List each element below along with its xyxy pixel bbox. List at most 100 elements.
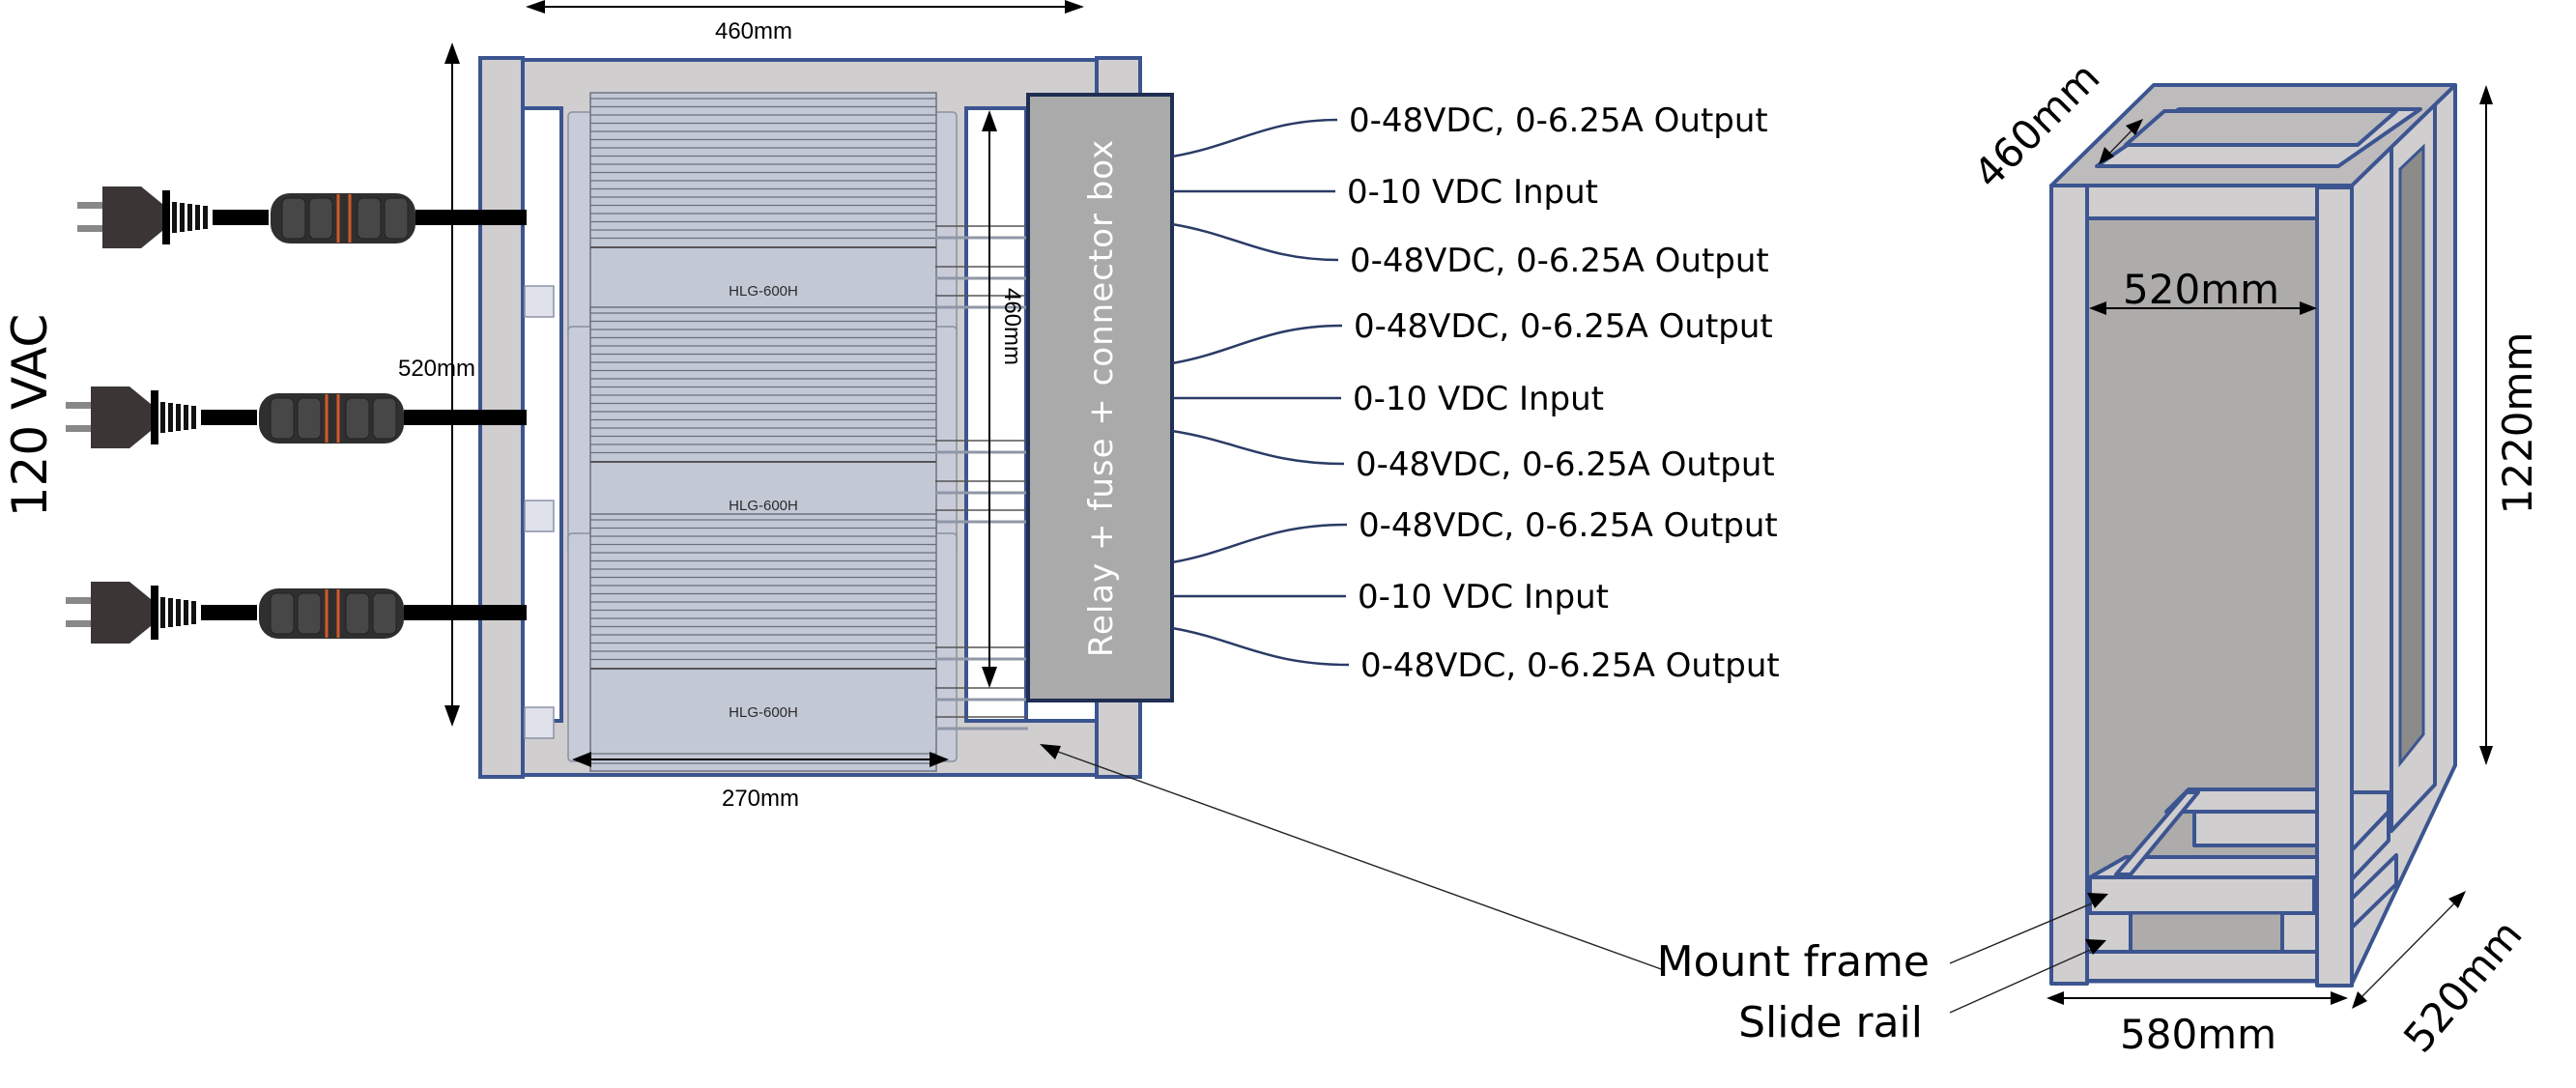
- frame-width-label: 460mm: [715, 18, 792, 44]
- arrow-right-icon: [2331, 991, 2348, 1005]
- connection-label: 0-48VDC, 0-6.25A Output: [1356, 445, 1775, 484]
- arrow-right-icon: [930, 752, 949, 767]
- strain-relief: [195, 205, 200, 230]
- cabinet-callouts: Mount frame Slide rail: [1657, 893, 2108, 1047]
- relay-box-body: [1026, 93, 1174, 702]
- arrow-down-icon: [444, 705, 460, 727]
- psu-width-label: 270mm: [722, 786, 799, 812]
- psu-input-terminal: [524, 500, 555, 532]
- dim-line-bottom-depth: [2357, 898, 2460, 1002]
- arrow-icon: [2099, 147, 2114, 164]
- connection-wire: [1171, 626, 1350, 667]
- connector-band: [270, 592, 295, 635]
- connector-band: [372, 397, 397, 440]
- psu-input-terminal: [524, 285, 555, 318]
- strain-relief: [184, 405, 188, 430]
- connection-output: 0-48VDC, 0-6.25A Output: [1171, 101, 1768, 158]
- psu-input-terminal: [524, 706, 555, 739]
- side-slat: [2350, 810, 2390, 881]
- frame-height-label: 520mm: [398, 356, 475, 382]
- connection-label: 0-48VDC, 0-6.25A Output: [1360, 646, 1780, 685]
- psu-bracket-left: [567, 326, 594, 556]
- connection-label: 0-48VDC, 0-6.25A Output: [1354, 307, 1773, 346]
- psu-model-label: HLG-600H: [729, 704, 798, 721]
- plug-collar: [151, 390, 158, 444]
- cabinet-bottom-rail: [2085, 950, 2319, 983]
- connection-wire: [1171, 429, 1345, 466]
- power-cord: [77, 186, 527, 248]
- plug-collar: [151, 586, 158, 640]
- side-slat: [2350, 853, 2398, 930]
- callout-line: [1046, 747, 1665, 971]
- mount-frame-callout: [1040, 744, 1665, 971]
- relay-box: Relay + fuse + connector box: [1026, 93, 1174, 702]
- strain-relief: [172, 202, 177, 233]
- callout-mount-frame-label: Mount frame: [1657, 937, 1930, 987]
- strain-relief: [176, 599, 181, 626]
- connection-output: 0-48VDC, 0-6.25A Output: [1171, 506, 1778, 564]
- arrow-right-icon: [2300, 301, 2317, 315]
- connector-band: [270, 397, 295, 440]
- strain-relief: [180, 203, 185, 232]
- mount-frame-side-rail: [2114, 790, 2200, 876]
- connection-label: 0-10 VDC Input: [1358, 578, 1609, 616]
- plug-prong: [77, 202, 102, 209]
- connector-band: [372, 592, 397, 635]
- strain-relief: [168, 598, 173, 627]
- strain-relief: [168, 403, 173, 432]
- connection-label: 0-48VDC, 0-6.25A Output: [1349, 101, 1768, 140]
- mount-frame-dimensions: 460mm 520mm 460mm 270mm: [398, 0, 1084, 812]
- input-voltage-label: 120 VAC: [2, 314, 58, 518]
- callout-line-slide-rail: [1949, 946, 2098, 1014]
- connection-input: 0-10 VDC Input: [1172, 173, 1598, 212]
- connection-output: 0-48VDC, 0-6.25A Output: [1171, 626, 1780, 685]
- cabinet-height-label: 1220mm: [2494, 332, 2541, 515]
- arrow-icon: [2352, 991, 2367, 1009]
- mount-frame-rear-board: [2192, 810, 2319, 847]
- cabinet-interior: [2085, 216, 2319, 984]
- connection-input: 0-10 VDC Input: [1172, 380, 1604, 418]
- psu-bracket-left: [567, 532, 594, 762]
- arrow-right-icon: [1065, 0, 1084, 14]
- arrow-left-icon: [2089, 301, 2106, 315]
- connector-band: [345, 592, 370, 635]
- plug-icon: [91, 582, 151, 644]
- arrow-left-icon: [2046, 991, 2064, 1005]
- plug-prong: [66, 620, 91, 627]
- frame-inner-left: [521, 106, 563, 723]
- arrow-up-icon: [444, 43, 460, 64]
- frame-inner-right: [964, 106, 1028, 723]
- arrow-down-icon: [2479, 746, 2493, 765]
- cabinet-inner-width-label: 520mm: [2123, 266, 2279, 313]
- arrow-down-icon: [982, 667, 997, 688]
- plug-prong: [77, 225, 102, 232]
- arrow-tip-icon: [2085, 939, 2106, 955]
- arrow-icon: [2448, 891, 2466, 908]
- psu-bracket-left: [567, 111, 594, 341]
- arrow-tip-icon: [2087, 893, 2108, 908]
- connector-band: [384, 197, 409, 240]
- connection-output: 0-48VDC, 0-6.25A Output: [1171, 307, 1773, 365]
- strain-relief: [191, 406, 196, 429]
- plug-icon: [91, 387, 151, 448]
- connector-band: [297, 592, 322, 635]
- plug-icon: [102, 186, 162, 248]
- mount-frame-front-board: [2088, 875, 2316, 915]
- arrow-up-icon: [982, 110, 997, 131]
- connection-label: 0-48VDC, 0-6.25A Output: [1359, 506, 1778, 545]
- cabinet-front-top-rail: [2085, 184, 2319, 220]
- strain-relief: [187, 204, 192, 231]
- cabinet-depth-bottom-label: 520mm: [2394, 911, 2532, 1062]
- power-cords: [66, 186, 527, 644]
- cabinet-side-opening: [2398, 143, 2425, 768]
- strain-relief: [203, 206, 208, 229]
- cabinet-front-right-post: [2315, 186, 2354, 988]
- power-cord: [66, 387, 527, 448]
- connector-band: [345, 397, 370, 440]
- plug-prong: [66, 425, 91, 432]
- cabinet-width-label: 580mm: [2120, 1011, 2276, 1058]
- connection-output: 0-48VDC, 0-6.25A Output: [1171, 429, 1775, 484]
- callout-slide-rail-label: Slide rail: [1738, 998, 1923, 1047]
- arrow-left-icon: [526, 0, 545, 14]
